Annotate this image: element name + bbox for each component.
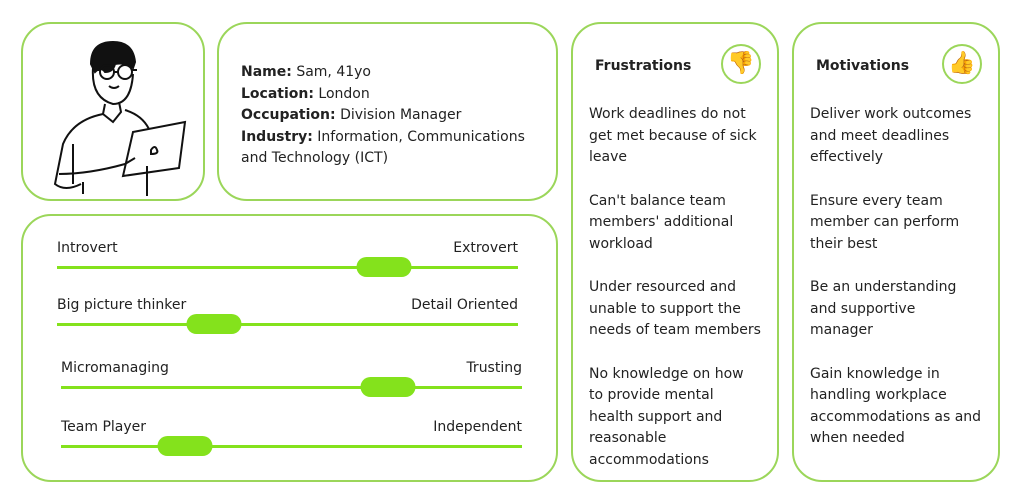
traits-card: Introvert Extrovert Big picture thinker … (21, 214, 558, 482)
slider-knob[interactable] (360, 377, 416, 397)
slider-track (57, 314, 518, 334)
thumbs-up-icon: 👍 (942, 44, 982, 84)
motivations-card: Motivations 👍 Deliver work outcomes and … (792, 22, 1000, 482)
list-item: Ensure every team member can perform the… (810, 192, 960, 252)
industry-field: Industry: Information, Communications an… (241, 128, 525, 167)
trait-left-label: Big picture thinker (57, 297, 187, 313)
slider-knob[interactable] (186, 314, 242, 334)
trait-right-label: Independent (433, 419, 522, 435)
slider-knob[interactable] (356, 257, 412, 277)
trait-left-label: Team Player (61, 419, 147, 435)
list-item: Deliver work outcomes and meet deadlines… (810, 106, 972, 165)
frustrations-card: Frustrations 👎 Work deadlines do not get… (571, 22, 779, 482)
list-item: No knowledge on how to provide mental he… (589, 365, 744, 468)
occupation-field: Occupation: Division Manager (241, 107, 462, 123)
location-field: Location: London (241, 85, 370, 102)
list-item: Under resourced and unable to support th… (589, 279, 761, 338)
persona-info-card: Name: Sam, 41yo Location: London Occupat… (217, 22, 558, 201)
list-item: Can't balance team members' additional w… (589, 192, 734, 252)
name-field: Name: Sam, 41yo (241, 64, 371, 80)
trait-left-label: Introvert (57, 240, 118, 256)
persona-illustration (53, 40, 187, 196)
slider-knob[interactable] (157, 436, 213, 456)
list-item: Gain knowledge in handling workplace acc… (810, 365, 982, 447)
frustrations-title: Frustrations (595, 58, 692, 74)
trait-right-label: Trusting (466, 360, 522, 376)
list-item: Be an understanding and supportive manag… (810, 279, 957, 338)
slider-track (57, 257, 518, 277)
trait-right-label: Extrovert (453, 240, 518, 256)
slider-track (61, 436, 522, 456)
trait-left-label: Micromanaging (61, 360, 169, 376)
motivations-title: Motivations (816, 58, 910, 74)
persona-avatar-card (21, 22, 205, 201)
trait-right-label: Detail Oriented (411, 297, 518, 313)
slider-track (61, 377, 522, 397)
list-item: Work deadlines do not get met because of… (589, 106, 757, 165)
thumbs-down-icon: 👎 (721, 44, 761, 84)
